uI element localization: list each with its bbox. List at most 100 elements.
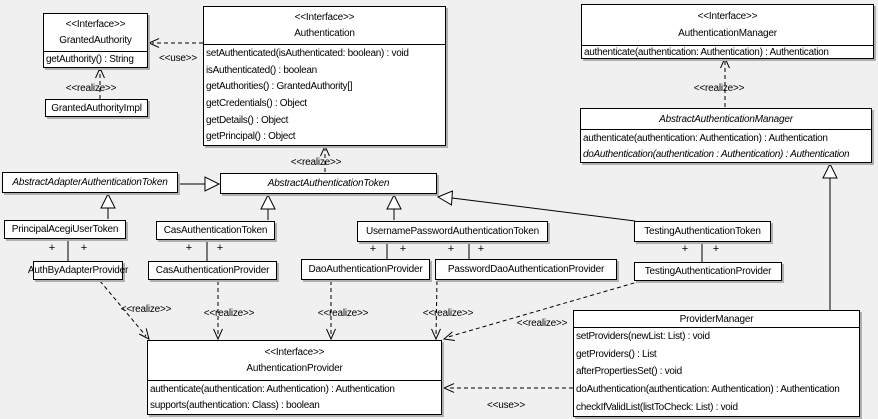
class-method: getPrincipal() : Object [206, 131, 296, 143]
edge-stereotype-label: <<realize>> [423, 308, 474, 319]
edge-association-18[interactable]: ++ [370, 242, 406, 259]
class-name: AbstractAuthenticationManager [659, 113, 793, 125]
class-name: PrincipalAcegiUserToken [11, 224, 119, 235]
class-method: authenticate(authentication: Authenticat… [584, 46, 829, 58]
association-end-label: + [682, 243, 688, 255]
class-box-cas-authentication-provider[interactable]: CasAuthenticationProvider [148, 261, 277, 280]
class-methods-compartment: setAuthenticated(isAuthenticated: boolea… [204, 44, 445, 145]
generalization-triangle-icon [822, 162, 838, 179]
class-method: setProviders(newList: List) : void [576, 331, 710, 343]
class-name: PasswordDaoAuthenticationProvider [447, 264, 605, 275]
class-name: AbstractAuthenticationToken [267, 178, 390, 189]
class-box-cas-authentication-token[interactable]: CasAuthenticationToken [156, 221, 275, 240]
class-title-compartment: <<Interface>> AuthenticationManager [582, 5, 873, 45]
class-title-compartment: ProviderManager [574, 311, 859, 327]
open-arrowhead-icon [147, 38, 160, 48]
edge-realization-0[interactable]: <<realize>> [66, 66, 117, 99]
open-arrowhead-icon [326, 328, 336, 341]
association-end-label: + [49, 242, 55, 254]
class-box-abstract-authentication-token[interactable]: AbstractAuthenticationToken [220, 173, 437, 194]
class-box-dao-authentication-provider[interactable]: DaoAuthenticationProvider [301, 259, 430, 280]
edge-association-17[interactable]: ++ [186, 240, 223, 261]
open-arrowhead-icon [431, 328, 441, 341]
class-name: CasAuthenticationToken [163, 225, 268, 236]
class-title-compartment: PrincipalAcegiUserToken [5, 221, 125, 238]
class-method: getAuthorities() : GrantedAuthority[] [206, 81, 353, 93]
association-end-label: + [217, 242, 223, 254]
class-box-authentication-manager[interactable]: <<Interface>> AuthenticationManager authen… [581, 4, 874, 59]
edge-usage-1[interactable]: <<use>> [147, 38, 203, 64]
class-name: AuthenticationProvider [246, 363, 343, 375]
edge-association-19[interactable]: ++ [448, 242, 484, 259]
association-end-label: + [370, 243, 376, 255]
edge-realization-13[interactable]: <<realize>> [423, 280, 474, 341]
edge-stereotype-label: <<realize>> [204, 308, 255, 319]
class-name: CasAuthenticationProvider [155, 265, 270, 276]
class-name: UsernamePasswordAuthenticationToken [365, 226, 540, 237]
edge-realization-11[interactable]: <<realize>> [204, 281, 255, 341]
edge-association-16[interactable]: ++ [49, 239, 87, 261]
edge-realization-12[interactable]: <<realize>> [318, 281, 369, 341]
open-arrowhead-icon [320, 144, 330, 157]
edge-stereotype-label: <<realize>> [694, 83, 745, 94]
class-box-auth-by-adapter-provider[interactable]: AuthByAdapterProvider [28, 261, 129, 280]
class-title-compartment: <<Interface>>Authentication [204, 7, 445, 44]
edge-usage-15[interactable]: <<use>> [442, 383, 573, 411]
class-box-abstract-adapter-authentication-token[interactable]: AbstractAdapterAuthenticationToken [2, 172, 178, 193]
class-box-username-password-authentication-token[interactable]: UsernamePasswordAuthenticationToken [357, 221, 548, 242]
class-methods-compartment: authenticate(authentication: Authenticat… [581, 129, 871, 162]
edge-realization-2[interactable]: <<realize>> [291, 144, 342, 172]
class-title-compartment: PasswordDaoAuthenticationProvider [436, 260, 616, 279]
edge-generalization-7[interactable] [386, 193, 402, 220]
edge-association-20[interactable]: ++ [682, 242, 719, 262]
association-end-label: + [81, 242, 87, 254]
class-title-compartment: AbstractAdapterAuthenticationToken [3, 173, 177, 192]
edge-realization-10[interactable]: <<realize>> [99, 280, 172, 340]
class-stereotype: <<Interface>> [697, 11, 758, 22]
class-methods-compartment: authenticate(authentication: Authenticat… [148, 380, 441, 414]
class-methods-compartment: authenticate(authentication: Authenticat… [582, 45, 873, 58]
generalization-triangle-icon [100, 192, 116, 209]
open-arrowhead-icon [95, 66, 105, 79]
class-title-compartment: DaoAuthenticationProvider [302, 260, 429, 279]
edge-stereotype-label: <<use>> [487, 400, 525, 411]
class-box-granted-authority-impl[interactable]: GrantedAuthorityImpl [45, 99, 148, 117]
association-end-label: + [713, 243, 719, 255]
edge-realization-3[interactable]: <<realize>> [694, 56, 745, 107]
class-title-compartment: GrantedAuthorityImpl [46, 100, 147, 116]
class-name: AbstractAdapterAuthenticationToken [12, 177, 168, 188]
class-box-principal-acegi-user-token[interactable]: PrincipalAcegiUserToken [4, 220, 126, 239]
class-title-compartment: AuthByAdapterProvider [28, 262, 129, 279]
generalization-triangle-icon [436, 190, 454, 206]
class-box-password-dao-authentication-provider[interactable]: PasswordDaoAuthenticationProvider [435, 259, 617, 280]
edge-realization-14[interactable]: <<realize>> [442, 280, 642, 342]
class-name: DaoAuthenticationProvider [308, 264, 423, 275]
edge-stereotype-label: <<realize>> [517, 318, 568, 329]
edge-generalization-9[interactable] [822, 162, 838, 310]
class-method: doAuthentication(authentication: Authent… [576, 384, 840, 396]
edge-generalization-4[interactable] [178, 176, 221, 192]
class-box-testing-authentication-provider[interactable]: TestingAuthenticationProvider [634, 262, 782, 281]
class-stereotype: <<Interface>> [294, 12, 355, 23]
class-name: AuthenticationManager [678, 28, 777, 39]
association-end-label: + [448, 243, 454, 255]
class-name: TestingAuthenticationProvider [644, 266, 772, 277]
class-name: GrantedAuthority [59, 35, 132, 46]
class-title-compartment: <<Interface>>GrantedAuthority [44, 14, 147, 51]
edge-stereotype-label: <<realize>> [66, 83, 117, 94]
edge-generalization-6[interactable] [260, 193, 276, 220]
class-box-provider-manager[interactable]: ProviderManager setProviders(newList: Lis… [573, 310, 860, 417]
edge-generalization-5[interactable] [100, 192, 116, 219]
class-methods-compartment: getAuthority() : String [44, 51, 147, 67]
class-method: afterPropertiesSet() : void [576, 366, 682, 378]
edge-generalization-8[interactable] [436, 190, 636, 222]
class-title-compartment: CasAuthenticationProvider [149, 262, 276, 279]
class-title-compartment: TestingAuthenticationToken [635, 222, 770, 241]
class-title-compartment: CasAuthenticationToken [157, 222, 274, 239]
class-box-abstract-authentication-manager[interactable]: AbstractAuthenticationManager authenticat… [580, 108, 872, 163]
edge-stereotype-label: <<realize>> [291, 157, 342, 168]
class-box-testing-authentication-token[interactable]: TestingAuthenticationToken [634, 221, 771, 242]
